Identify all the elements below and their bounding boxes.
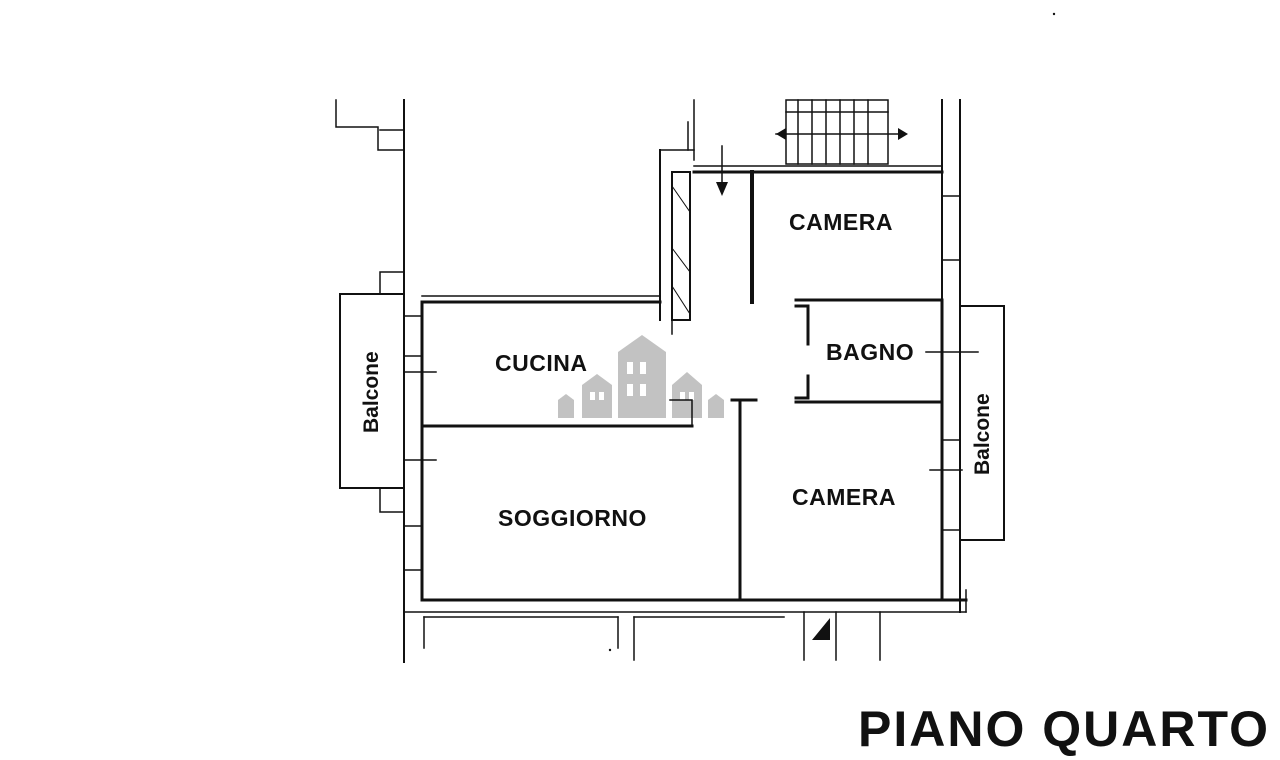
balcone-right-outline xyxy=(941,195,1005,541)
balcony-label-right: Balcone xyxy=(971,393,994,475)
bagno-walls xyxy=(794,304,979,404)
entrance-area xyxy=(659,99,944,335)
cucina-walls xyxy=(403,295,694,428)
floor-title: PIANO QUARTO xyxy=(858,701,1270,757)
balcony-label-left: Balcone xyxy=(360,351,383,433)
soggiorno-walls xyxy=(403,398,963,602)
balcone-left-outline xyxy=(339,271,423,571)
room-label-soggiorno: SOGGIORNO xyxy=(498,505,647,531)
room-label-camera-bottom: CAMERA xyxy=(792,484,896,510)
room-label-cucina: CUCINA xyxy=(495,350,588,376)
room-label-bagno: BAGNO xyxy=(826,339,915,365)
buildings-icon xyxy=(558,335,724,418)
camera-top-walls xyxy=(750,170,944,304)
room-label-camera-top: CAMERA xyxy=(789,209,893,235)
